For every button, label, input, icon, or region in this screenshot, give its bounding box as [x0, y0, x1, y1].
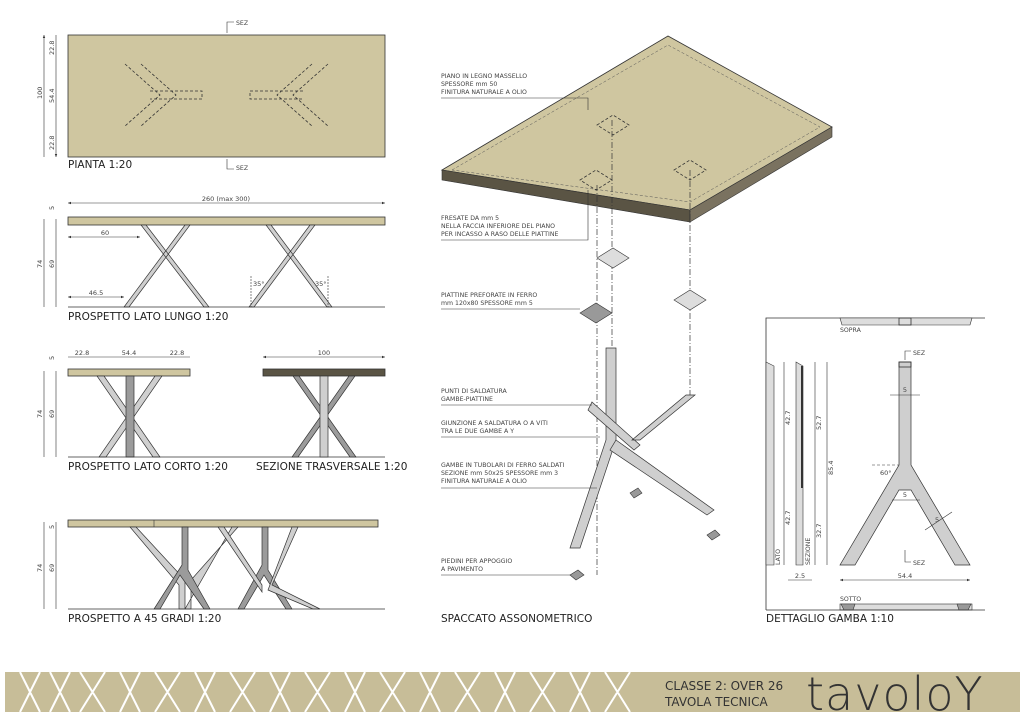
dim: 22.8: [48, 136, 56, 150]
dim: 69: [48, 410, 56, 418]
dim: 2.5: [795, 572, 805, 580]
view-title: PIANTA 1:20: [68, 159, 132, 171]
dim: 5: [48, 525, 56, 529]
note-line: NELLA FACCIA INFERIORE DEL PIANO: [441, 223, 555, 230]
note-line: SEZIONE mm 50x25 SPESSORE mm 3: [441, 470, 558, 477]
angle-label: 60°: [880, 469, 892, 477]
axo-notes: PIANO IN LEGNO MASSELLO SPESSORE mm 50 F…: [440, 73, 600, 576]
note-line: TRA LE DUE GAMBE A Y: [440, 428, 514, 435]
x-pattern-decoration: [19, 671, 631, 713]
label: SEZIONE: [805, 538, 812, 565]
label: LATO: [775, 549, 782, 565]
dim: 5: [903, 491, 907, 499]
dim: 69: [48, 564, 56, 572]
dim: 5: [935, 516, 939, 524]
dim: 5: [48, 206, 56, 210]
note-line: GIUNZIONE A SALDATURA O A VITI: [441, 420, 548, 427]
label: SOPRA: [840, 327, 862, 334]
dim: 60: [101, 229, 109, 237]
sez-marker: SEZ: [236, 165, 248, 172]
dim: 5: [48, 356, 56, 360]
note-line: A PAVIMENTO: [441, 566, 483, 573]
note-line: FINITURA NATURALE A OLIO: [441, 89, 527, 96]
dim: 46.5: [89, 289, 103, 297]
note-line: SPESSORE mm 50: [441, 81, 497, 88]
footer-band: CLASSE 2: OVER 26 TAVOLA TECNICA tavoloY: [5, 667, 1020, 721]
view-title: PROSPETTO LATO CORTO 1:20: [68, 461, 228, 473]
dim: 54.4: [48, 89, 56, 103]
footer-subtitle: TAVOLA TECNICA: [664, 695, 768, 709]
sez-marker: SEZ: [236, 20, 248, 27]
elevation-45: 5 74 69 PROSPETTO A 45 GRADI 1:20: [36, 519, 385, 625]
sez-marker: SEZ: [913, 560, 925, 567]
dim: 74: [36, 410, 44, 418]
table-top-section: [262, 368, 386, 377]
note-line: mm 120x80 SPESSORE mm 5: [441, 300, 533, 307]
note-line: FINITURA NATURALE A OLIO: [441, 478, 527, 485]
view-title: SPACCATO ASSONOMETRICO: [441, 613, 592, 625]
dim-total: 100: [36, 87, 44, 99]
view-title: PROSPETTO A 45 GRADI 1:20: [68, 613, 221, 625]
dim: 69: [48, 260, 56, 268]
angle-label: 35°: [253, 280, 265, 288]
dim: 54.4: [898, 572, 912, 580]
logo: tavoloY: [806, 667, 984, 721]
dim: 100: [318, 349, 330, 357]
dim: 54.4: [122, 349, 136, 357]
note-line: GAMBE-PIATTINE: [441, 396, 493, 403]
leg-detail: SOPRA 42.7 42.7 52.7 32.7 85.4 LATO SEZI…: [765, 317, 985, 625]
dim: 32.7: [815, 524, 823, 538]
dim-length: 260 (max 300): [202, 195, 250, 203]
dim: 22.8: [75, 349, 89, 357]
axonometric-view: PIANO IN LEGNO MASSELLO SPESSORE mm 50 F…: [440, 35, 833, 625]
note-line: PIEDINI PER APPOGGIO: [441, 558, 512, 565]
cross-section: 100 SEZIONE TRASVERSALE 1:20: [256, 349, 407, 473]
dim: 5: [903, 386, 907, 394]
angle-label: 35°: [315, 280, 327, 288]
dim: 74: [36, 260, 44, 268]
view-title: DETTAGLIO GAMBA 1:10: [766, 613, 894, 625]
table-top: [67, 368, 191, 377]
footer-class: CLASSE 2: OVER 26: [665, 679, 783, 693]
long-elevation: 260 (max 300) 60 46.5 5 74 69 35° 35° PR…: [36, 195, 386, 323]
dim: 22.8: [48, 41, 56, 55]
dim: 74: [36, 564, 44, 572]
table-top: [67, 519, 379, 528]
view-title: SEZIONE TRASVERSALE 1:20: [256, 461, 407, 473]
view-title: PROSPETTO LATO LUNGO 1:20: [68, 311, 228, 323]
leg-outline-right: [249, 63, 329, 127]
table-top-plan: [67, 34, 386, 158]
dim: 42.7: [784, 411, 792, 425]
note-line: GAMBE IN TUBOLARI DI FERRO SALDATI: [441, 462, 565, 469]
note-line: PIATTINE PREFORATE IN FERRO: [441, 292, 537, 299]
note-line: PUNTI DI SALDATURA: [441, 388, 508, 395]
short-elevation: 22.8 54.4 22.8 5 74 69 PROSPETTO LATO CO…: [36, 349, 385, 473]
table-top: [67, 216, 386, 226]
note-line: FRESATE DA mm 5: [441, 215, 499, 222]
dim: 52.7: [815, 416, 823, 430]
dim: 22.8: [170, 349, 184, 357]
dim: 85.4: [827, 461, 835, 475]
dim: 42.7: [784, 511, 792, 525]
label: SOTTO: [840, 596, 861, 603]
sez-marker: SEZ: [913, 350, 925, 357]
note-line: PIANO IN LEGNO MASSELLO: [441, 73, 527, 80]
leg-outline-left: [124, 63, 203, 127]
plan-view: SEZ SEZ 100 22.8 54.4 22.8 PIANTA 1:20: [36, 20, 386, 172]
note-line: PER INCASSO A RASO DELLE PIATTINE: [441, 231, 559, 238]
